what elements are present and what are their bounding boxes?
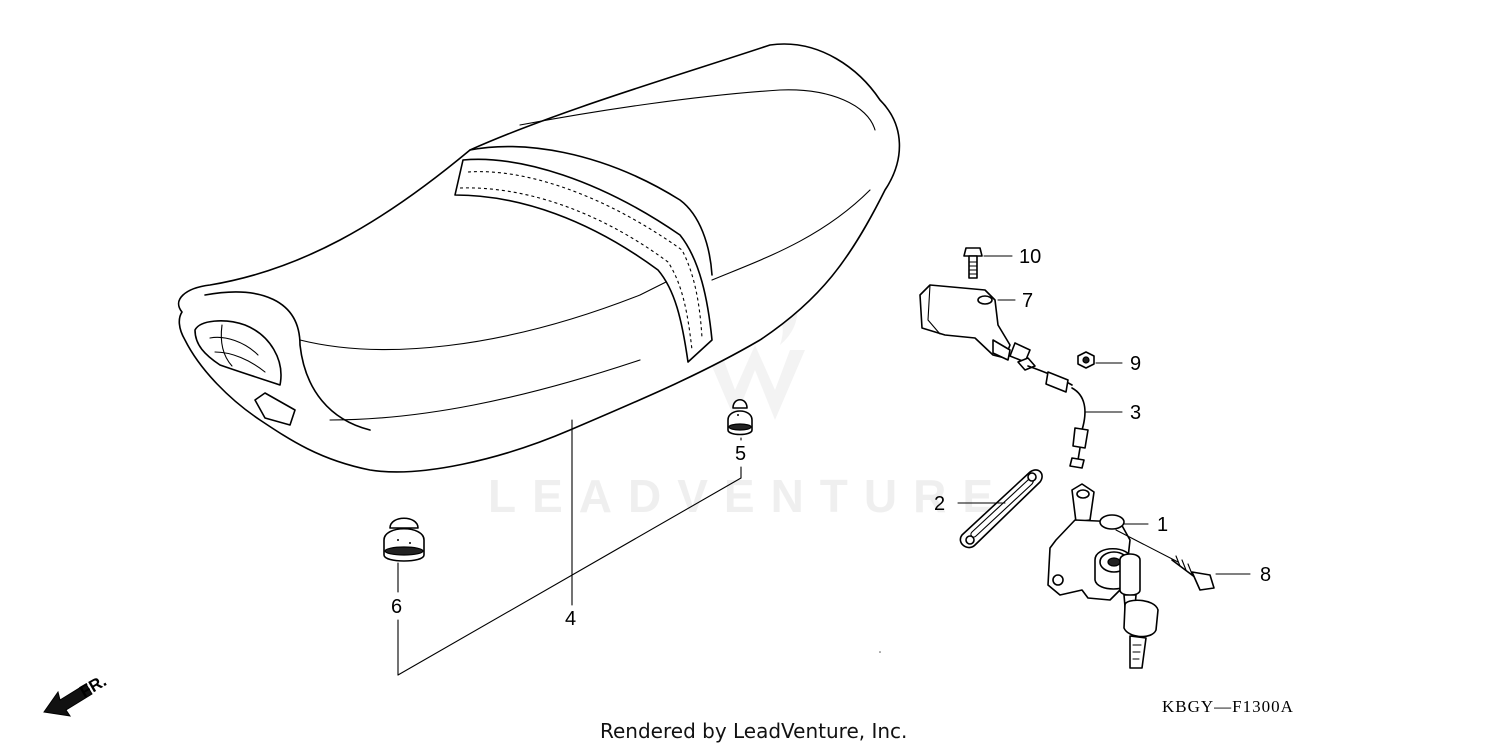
callout-2: 2 — [934, 493, 945, 515]
nut-part-9 — [1077, 351, 1095, 369]
watermark-text: LEADVENTURE — [488, 470, 1009, 522]
seat-cushion-part-5 — [727, 398, 753, 436]
front-arrow-icon — [43, 683, 93, 717]
front-direction-indicator: FR. — [43, 671, 110, 717]
callout-8: 8 — [1260, 564, 1271, 586]
bolt-part-10 — [963, 247, 983, 279]
callout-labels: 1 2 3 4 5 6 7 8 9 10 — [391, 246, 1271, 630]
callout-6: 6 — [391, 596, 402, 618]
callout-3: 3 — [1130, 402, 1141, 424]
plate-part-2 — [959, 469, 1043, 549]
seat-cushion-part-6 — [383, 517, 425, 562]
callout-9: 9 — [1130, 353, 1141, 375]
seat-lock-bracket-part-7 — [919, 284, 1031, 363]
diagram-code: KBGY—F1300A — [1162, 697, 1294, 716]
callout-4: 4 — [565, 608, 576, 630]
footer-credit: Rendered by LeadVenture, Inc. — [600, 719, 907, 743]
callout-7: 7 — [1022, 290, 1033, 312]
leader-lines — [397, 255, 1251, 676]
callout-1: 1 — [1157, 514, 1168, 536]
seat-lock-cable-part-3 — [1017, 357, 1089, 469]
callout-10: 10 — [1019, 246, 1041, 268]
screw-part-8 — [1171, 555, 1215, 591]
callout-5: 5 — [735, 443, 746, 465]
seat-drawing — [177, 43, 901, 473]
seat-lock-part-1 — [1047, 483, 1159, 669]
